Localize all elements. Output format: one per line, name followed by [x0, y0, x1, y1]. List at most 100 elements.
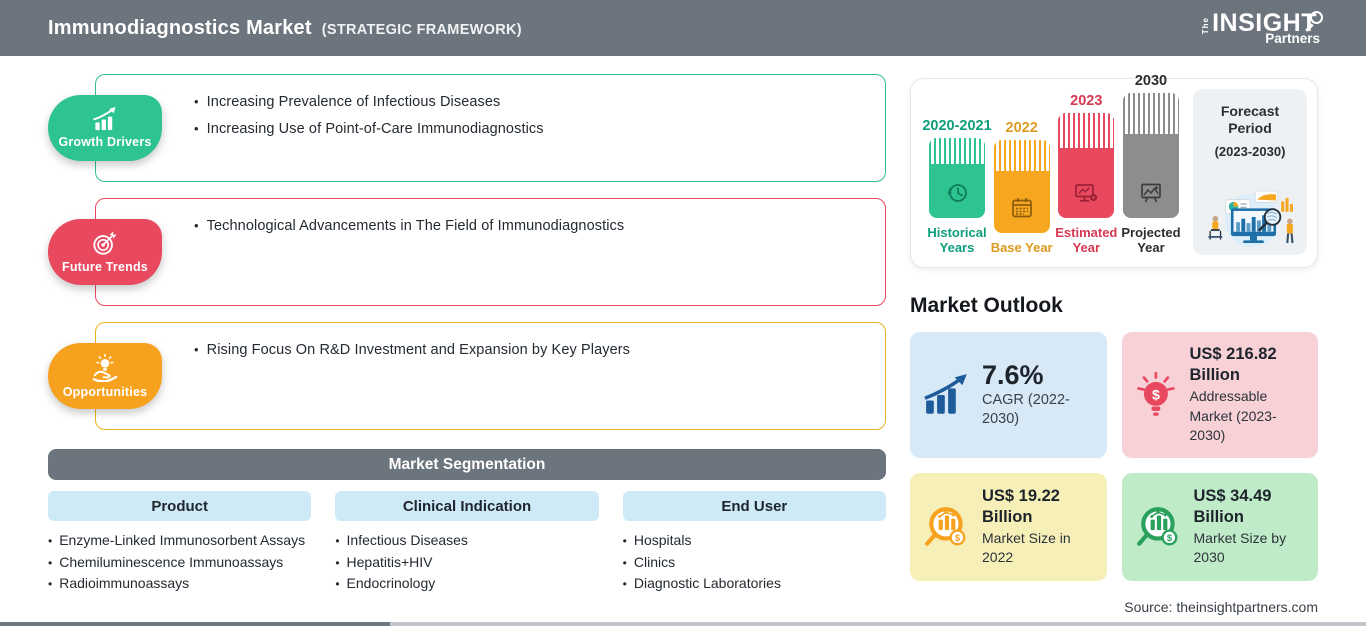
- cagr-value: 7.6%: [982, 359, 1044, 390]
- timeline-bar-historical: 2020-2021 Historical Years: [922, 118, 992, 255]
- opportunities-badge: Opportunities: [48, 343, 162, 409]
- future-trends-box: Technological Advancements in The Field …: [95, 198, 886, 306]
- timeline-year: 2023: [1070, 93, 1103, 109]
- timeline-card: 2020-2021 Historical Years 20: [910, 73, 1318, 268]
- bulb-hand-icon: [92, 353, 118, 382]
- segmentation-column-clinical-indication: Clinical Indication Infectious Diseases …: [335, 491, 599, 595]
- card-text: US$ 19.22 Billion Market Size in 2022: [982, 486, 1097, 568]
- magnifier-icon: [1310, 10, 1323, 24]
- forecast-range: (2023-2030): [1214, 144, 1286, 159]
- framework-column: Increasing Prevalence of Infectious Dise…: [48, 74, 886, 615]
- list-item: Radioimmunoassays: [48, 573, 311, 595]
- logo-insight-text: INSIGHT: [1212, 8, 1317, 37]
- estimate-chart-icon: [1075, 184, 1098, 202]
- opportunities-section: Rising Focus On R&D Investment and Expan…: [48, 322, 886, 430]
- list-item: Infectious Diseases: [335, 530, 598, 552]
- source-attribution: Source: theinsightpartners.com: [1124, 598, 1318, 615]
- main-content: Increasing Prevalence of Infectious Dise…: [0, 56, 1366, 615]
- growth-chart-icon: [924, 373, 967, 414]
- logo-top-row: The INSIGHT: [1201, 8, 1330, 37]
- market-outlook-title: Market Outlook: [910, 294, 1063, 317]
- market-size-2022-card: $ US$ 19.22 Billion Market Size in 2022: [910, 472, 1107, 581]
- timeline-year: 2030: [1134, 73, 1168, 89]
- column-header: End User: [622, 491, 886, 521]
- card-text: US$ 34.49 Billion Market Size by 2030: [1194, 486, 1309, 568]
- timeline-bar-base: 2022 Base Yea: [990, 120, 1054, 255]
- list-item: Increasing Prevalence of Infectious Dise…: [194, 94, 867, 110]
- header-bar: Immunodiagnostics Market (STRATEGIC FRAM…: [0, 0, 1366, 56]
- product-list: Enzyme-Linked Immunosorbent Assays Chemi…: [48, 530, 311, 595]
- svg-text:$: $: [1151, 387, 1159, 403]
- market-size-2022-label: Market Size in 2022: [982, 529, 1071, 566]
- timeline-caption: Projected Year: [1121, 225, 1181, 255]
- outlook-column: 2020-2021 Historical Years 20: [910, 73, 1318, 615]
- opportunities-list: Rising Focus On R&D Investment and Expan…: [194, 342, 867, 358]
- market-size-2030-value: US$ 34.49 Billion: [1193, 486, 1272, 526]
- timeline-bar-projected: 2030 Projected Year: [1119, 73, 1183, 255]
- forecast-panel: Forecast Period (2023-2030): [1193, 89, 1307, 255]
- timeline-bar-rect: [1122, 93, 1179, 218]
- timeline-bar-rect: [929, 138, 985, 218]
- addressable-market-card: $ US$ 216.82 Billion Addressable Market …: [1121, 332, 1318, 458]
- timeline-year: 2022: [1005, 120, 1038, 136]
- target-dart-icon: [93, 230, 117, 255]
- title-wrap: Immunodiagnostics Market (STRATEGIC FRAM…: [48, 17, 522, 40]
- addressable-market-value: US$ 216.82 Billion: [1189, 345, 1277, 384]
- growth-drivers-section: Increasing Prevalence of Infectious Dise…: [48, 74, 886, 182]
- list-item: Endocrinology: [335, 573, 598, 595]
- future-trends-section: Technological Advancements in The Field …: [48, 198, 886, 306]
- market-outlook-grid: 7.6% CAGR (2022-2030) $: [910, 332, 1318, 581]
- timeline-caption: Base Year: [990, 240, 1053, 255]
- list-item: Technological Advancements in The Field …: [194, 218, 867, 234]
- badge-label: Growth Drivers: [58, 135, 152, 149]
- timeline-caption: Historical Years: [927, 225, 987, 255]
- timeline-caption: Estimated Year: [1055, 225, 1118, 255]
- segmentation-columns: Product Enzyme-Linked Immunosorbent Assa…: [48, 491, 886, 595]
- list-item: Chemiluminescence Immunoassays: [48, 552, 311, 574]
- market-size-2030-card: $ US$ 34.49 Billion Market Size by 2030: [1121, 472, 1318, 581]
- magnifier-chart-icon: $: [925, 506, 966, 546]
- growth-chart-icon: [93, 107, 116, 131]
- list-item: Enzyme-Linked Immunosorbent Assays: [48, 530, 311, 552]
- column-header: Clinical Indication: [335, 491, 599, 521]
- list-item: Hepatitis+HIV: [335, 552, 598, 574]
- insight-partners-logo: The INSIGHT Partners: [1201, 8, 1336, 46]
- addressable-market-label: Addressable Market (2023-2030): [1189, 388, 1277, 443]
- badge-label: Opportunities: [62, 384, 148, 399]
- growth-drivers-box: Increasing Prevalence of Infectious Dise…: [95, 74, 886, 182]
- timeline-year: 2020-2021: [922, 118, 992, 134]
- page-subtitle: (STRATEGIC FRAMEWORK): [321, 21, 522, 38]
- segmentation-column-product: Product Enzyme-Linked Immunosorbent Assa…: [48, 491, 312, 595]
- future-trends-badge: Future Trends: [48, 219, 162, 285]
- timeline-bar-rect: [1058, 113, 1115, 218]
- column-header: Product: [48, 491, 312, 521]
- timeline-bar-rect: [993, 140, 1050, 233]
- svg-text:$: $: [955, 532, 961, 543]
- horizontal-scrollbar[interactable]: [0, 622, 1366, 626]
- bulb-dollar-icon: $: [1136, 371, 1175, 416]
- list-item: Hospitals: [623, 530, 886, 552]
- clock-history-icon: [947, 184, 967, 202]
- logo-partners-text: Partners: [1265, 30, 1320, 46]
- list-item: Rising Focus On R&D Investment and Expan…: [194, 342, 867, 358]
- market-size-2030-label: Market Size by 2030: [1193, 529, 1287, 566]
- market-segmentation-bar: Market Segmentation: [48, 449, 886, 480]
- segmentation-column-end-user: End User Hospitals Clinics Diagnostic La…: [622, 491, 886, 595]
- card-text: 7.6% CAGR (2022-2030): [982, 360, 1097, 430]
- list-item: Increasing Use of Point-of-Care Immunodi…: [194, 121, 867, 137]
- end-user-list: Hospitals Clinics Diagnostic Laboratorie…: [623, 530, 886, 595]
- scrollbar-thumb[interactable]: [0, 622, 390, 626]
- opportunities-box: Rising Focus On R&D Investment and Expan…: [95, 322, 886, 430]
- logo-the-text: The: [1201, 16, 1211, 34]
- page-title: Immunodiagnostics Market: [48, 16, 312, 39]
- growth-drivers-list: Increasing Prevalence of Infectious Dise…: [194, 94, 867, 137]
- growth-drivers-badge: Growth Drivers: [48, 95, 162, 161]
- magnifier-chart-icon: $: [1136, 506, 1177, 546]
- svg-text:$: $: [1166, 532, 1172, 543]
- market-size-2022-value: US$ 19.22 Billion: [982, 486, 1060, 526]
- card-text: US$ 216.82 Billion Addressable Market (2…: [1190, 344, 1309, 446]
- list-item: Diagnostic Laboratories: [623, 573, 886, 595]
- calendar-icon: [1011, 198, 1032, 218]
- cagr-card: 7.6% CAGR (2022-2030): [910, 332, 1107, 458]
